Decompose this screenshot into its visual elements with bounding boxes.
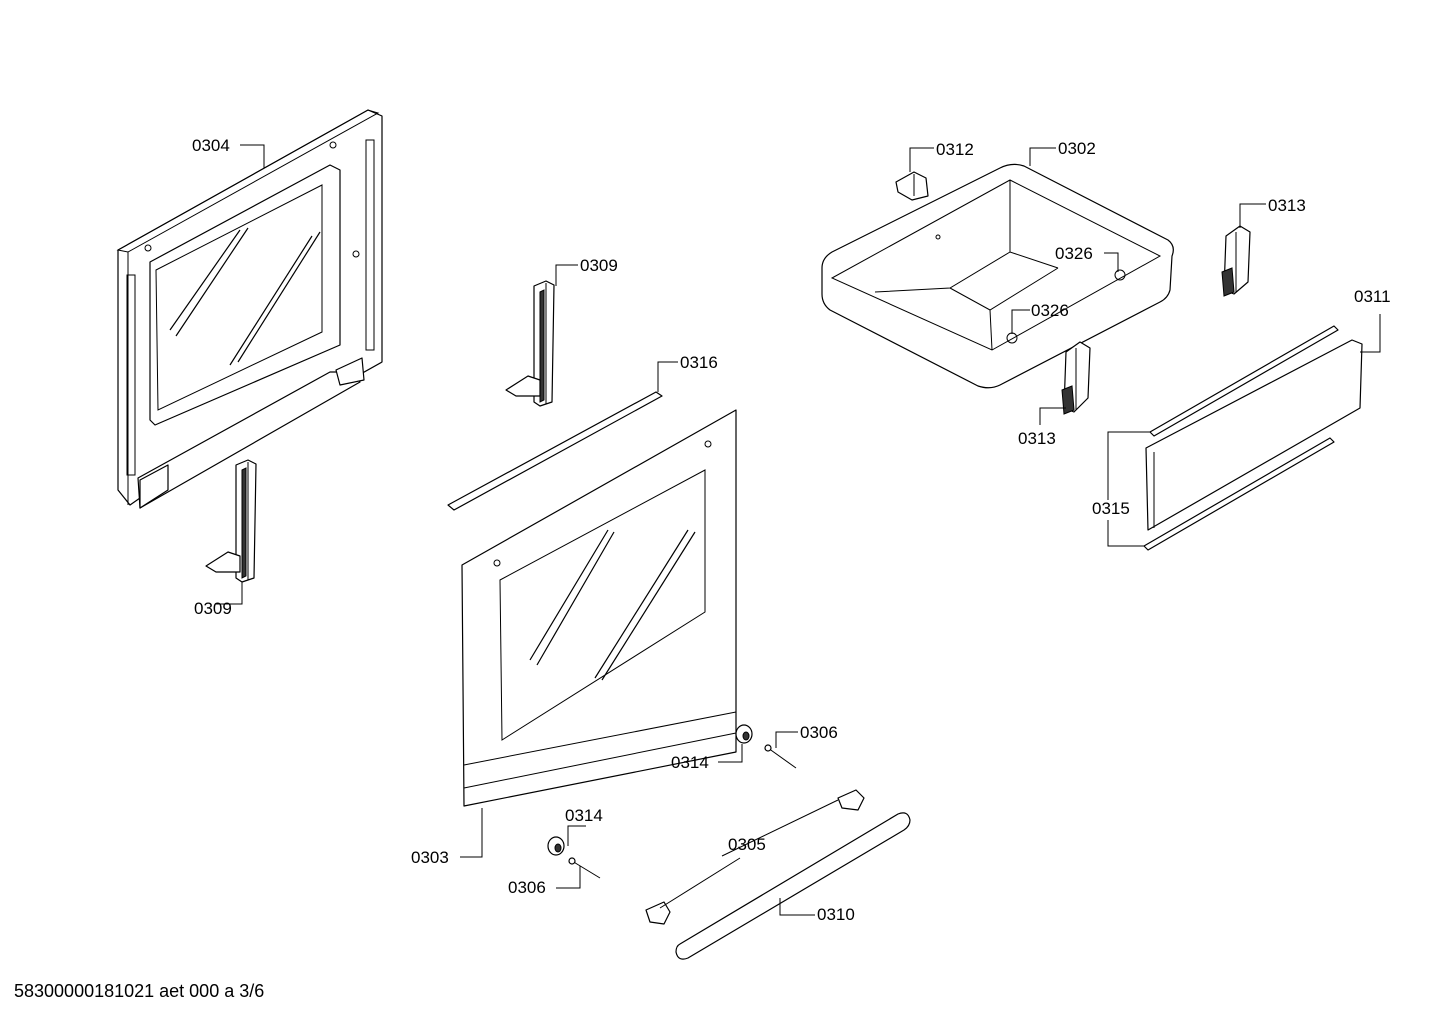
strip-0315-top [1149,325,1339,437]
strip-0315-bottom [1143,437,1335,551]
leader-lines [216,144,1381,916]
callout-0314-left: 0314 [565,806,603,825]
callout-0302: 0302 [1058,139,1096,158]
callout-0326-a: 0326 [1055,244,1093,263]
runner-0313-bottom [1061,341,1091,415]
callout-0304: 0304 [192,136,230,155]
outer-door-0303 [461,409,737,807]
seal-strip-0316 [447,391,663,511]
callout-0316: 0316 [680,353,718,372]
clip-0312 [895,171,929,201]
callout-0303: 0303 [411,848,449,867]
callout-0326-b: 0326 [1031,301,1069,320]
callout-0315: 0315 [1092,499,1130,518]
callout-0309-top: 0309 [580,256,618,275]
callout-0306-left: 0306 [508,878,546,897]
drawer-pan-0302 [821,163,1174,389]
callout-0309-bottom: 0309 [194,599,232,618]
callout-0306-right: 0306 [800,723,838,742]
knob-0314-left [547,836,565,856]
runner-0313-top [1221,225,1251,297]
callout-0314-right: 0314 [671,753,709,772]
callout-0310: 0310 [817,905,855,924]
callout-0313-top: 0313 [1268,196,1306,215]
callout-labels: 0304 0309 0309 0316 0312 0302 0313 0326 … [192,136,1391,924]
bracket-0305-left [645,901,671,925]
drawing-number-footer: 58300000181021 aet 000 a 3/6 [14,981,265,1001]
inner-door-frame-0304 [116,109,383,509]
callout-0313-bottom: 0313 [1018,429,1056,448]
screw-0306-right [764,744,797,769]
drawer-front-0311 [1145,339,1363,531]
bracket-0305-right [837,789,865,811]
hinge-0309-bottom [205,459,257,583]
screw-0306-left [568,857,601,879]
knob-0314-right [735,724,753,744]
callout-0312: 0312 [936,140,974,159]
handle-bar-0310 [675,812,911,960]
callout-0311: 0311 [1354,287,1391,306]
hinge-0309-top [505,280,555,407]
callout-0305: 0305 [728,835,766,854]
